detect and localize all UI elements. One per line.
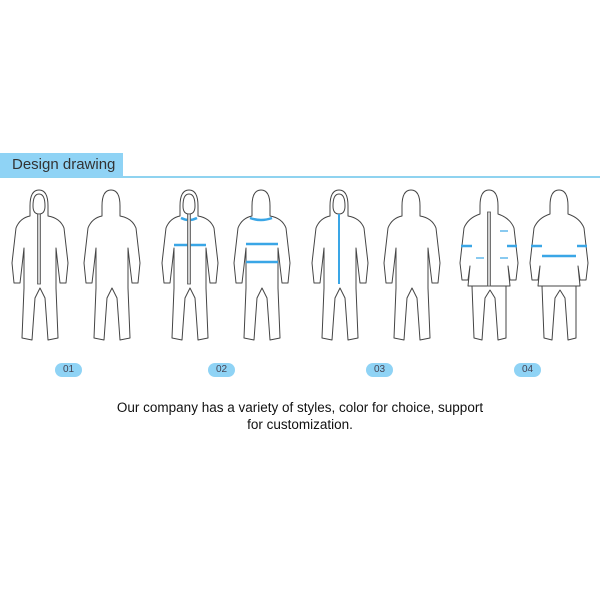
section-title: Design drawing <box>0 153 123 177</box>
design-02-figures <box>150 188 300 353</box>
caption-line-1: Our company has a variety of styles, col… <box>116 400 484 415</box>
design-03-figures <box>300 188 450 353</box>
jacket-trousers-drawing-icon <box>459 189 589 341</box>
design-badge-01: 01 <box>55 363 82 377</box>
coverall-drawing-icon <box>161 189 291 341</box>
coverall-drawing-icon <box>311 189 441 341</box>
design-badge-02: 02 <box>208 363 235 377</box>
design-01-figures <box>0 188 150 353</box>
design-badge-04: 04 <box>514 363 541 377</box>
caption-line-2: for customization. <box>247 417 353 432</box>
header-divider <box>0 176 600 178</box>
design-badge-03: 03 <box>366 363 393 377</box>
coverall-drawing-icon <box>11 189 141 341</box>
caption-text: Our company has a variety of styles, col… <box>0 399 600 433</box>
design-04-figures <box>450 188 600 353</box>
